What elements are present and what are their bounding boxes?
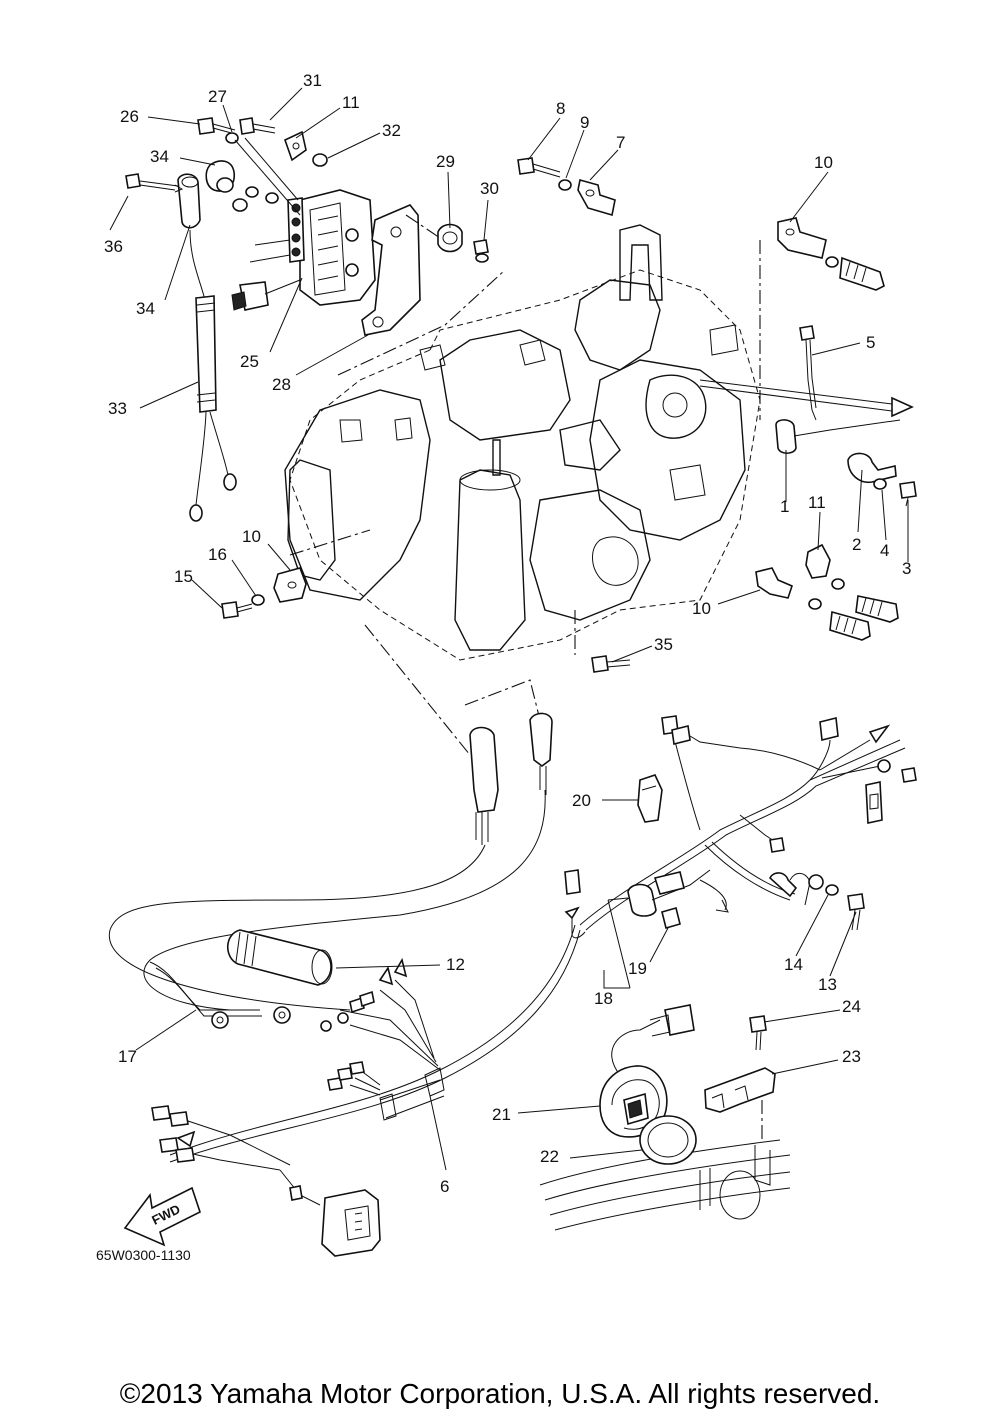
upper-fasteners xyxy=(197,117,328,216)
callout-36: 36 xyxy=(104,237,123,256)
callout-7: 7 xyxy=(616,133,625,152)
callout-29: 29 xyxy=(436,152,455,171)
plug-cap-and-leads xyxy=(125,173,237,522)
grommet-and-collar xyxy=(405,214,489,263)
callout-10: 10 xyxy=(814,153,833,172)
callout-3: 3 xyxy=(902,559,911,578)
callout-13: 13 xyxy=(818,975,837,994)
callout-34: 34 xyxy=(150,147,169,166)
callout-24: 24 xyxy=(842,997,861,1016)
callout-30: 30 xyxy=(480,179,499,198)
callout-26: 26 xyxy=(120,107,139,126)
callout-6: 6 xyxy=(440,1177,449,1196)
callout-11-right: 11 xyxy=(808,493,826,512)
callout-14: 14 xyxy=(784,955,803,974)
clamp-10-left xyxy=(221,567,307,619)
callout-22: 22 xyxy=(540,1147,559,1166)
callout-19: 19 xyxy=(628,959,647,978)
callout-15: 15 xyxy=(174,567,193,586)
callout-12: 12 xyxy=(446,955,465,974)
clamp-11-and-10-right xyxy=(755,543,899,641)
callout-10-right: 10 xyxy=(692,599,711,618)
callout-20: 20 xyxy=(572,791,591,810)
callout-4: 4 xyxy=(880,541,889,560)
ignition-coil xyxy=(231,189,376,311)
callout-25: 25 xyxy=(240,352,259,371)
callout-5: 5 xyxy=(866,333,875,352)
callout-17: 17 xyxy=(118,1047,137,1066)
callout-10-left: 10 xyxy=(242,527,261,546)
callout-32: 32 xyxy=(382,121,401,140)
callout-31: 31 xyxy=(303,71,322,90)
callout-16: 16 xyxy=(208,545,227,564)
callout-8: 8 xyxy=(556,99,565,118)
bolt-35 xyxy=(591,655,631,673)
callout-27: 27 xyxy=(208,87,227,106)
document-code: 65W0300-1130 xyxy=(96,1247,191,1263)
clamp-10-upper xyxy=(759,217,885,420)
pulser-lead-assembly xyxy=(699,379,917,507)
wiring-harness xyxy=(108,712,917,1257)
switch-panel xyxy=(539,1004,791,1231)
callout-9: 9 xyxy=(580,113,589,132)
copyright-notice: ©2013 Yamaha Motor Corporation, U.S.A. A… xyxy=(119,1378,881,1409)
callout-1: 1 xyxy=(780,497,789,516)
callout-2: 2 xyxy=(852,535,861,554)
callout-28: 28 xyxy=(272,375,291,394)
callout-21: 21 xyxy=(492,1105,511,1124)
coil-bracket xyxy=(361,204,421,336)
callout-35: 35 xyxy=(654,635,673,654)
callout-34-lower: 34 xyxy=(136,299,155,318)
callout-11: 11 xyxy=(342,93,360,112)
cable-tie-5 xyxy=(799,325,817,421)
part-labels: 31 11 27 26 32 8 9 7 29 34 30 10 36 34 2… xyxy=(96,71,911,1263)
fwd-arrow: FWD xyxy=(123,1186,201,1247)
bolt-washer-bracket-7 xyxy=(517,157,616,217)
leader-lines xyxy=(109,87,909,1171)
callout-33: 33 xyxy=(108,399,127,418)
callout-18: 18 xyxy=(594,989,613,1008)
callout-23: 23 xyxy=(842,1047,861,1066)
engine-block xyxy=(284,224,761,756)
exploded-parts-diagram: FWD xyxy=(96,71,917,1263)
